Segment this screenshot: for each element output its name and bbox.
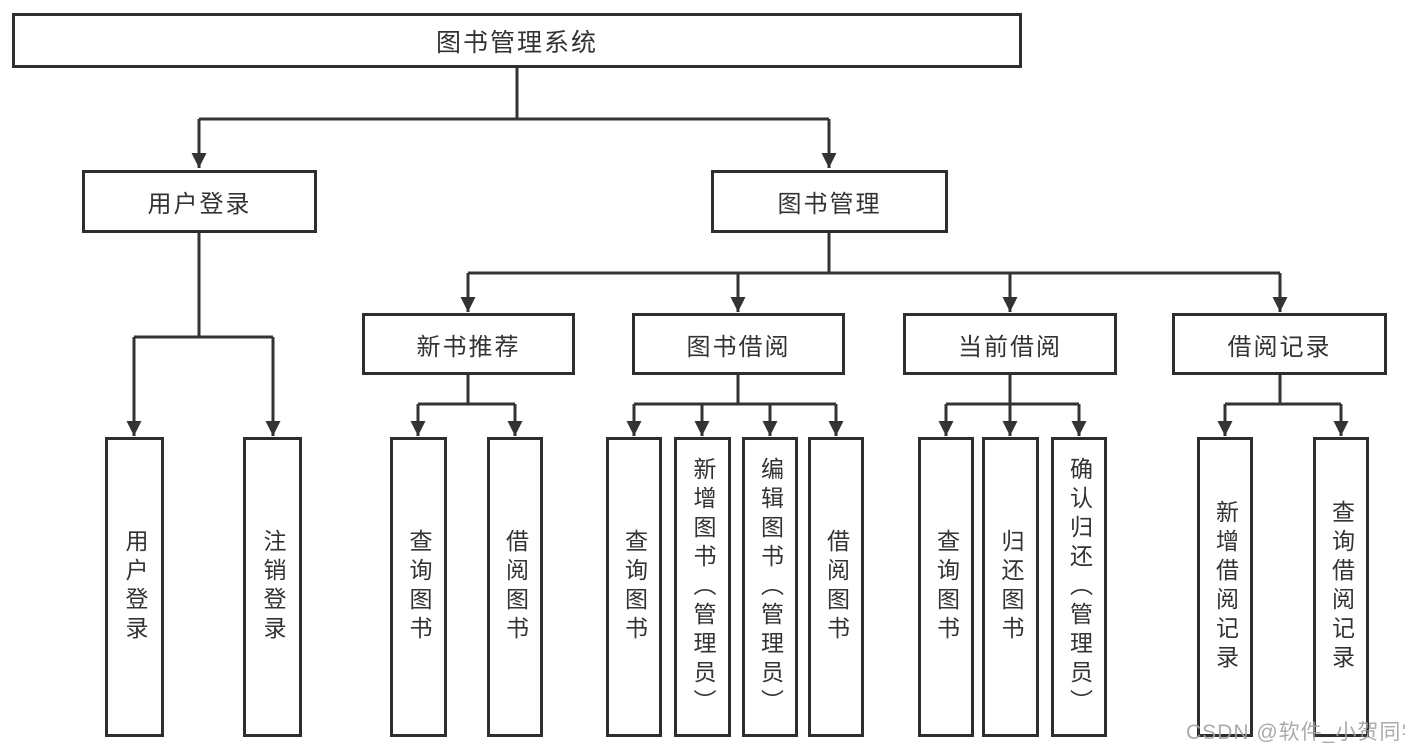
node-library-management-system: 图书管理系统 [12,13,1022,68]
node-label: 归还图书 [998,529,1024,645]
leaf-borrow-books-recommend: 借阅图书 [487,437,543,737]
leaf-query-borrow-record: 查询借阅记录 [1313,437,1369,737]
node-new-book-recommend: 新书推荐 [362,313,575,375]
node-book-management: 图书管理 [711,170,948,233]
node-label: 图书管理 [777,191,882,218]
node-label: 借阅图书 [502,529,529,645]
node-label: 新增借阅记录 [1212,500,1239,674]
node-label: 注销登录 [260,529,286,645]
node-label: 当前借阅 [958,333,1062,361]
node-label: 查询图书 [621,529,648,645]
node-label: 新增图书（管理员） [690,456,716,718]
node-label: 用户登录 [147,191,252,218]
leaf-return-books: 归还图书 [982,437,1039,737]
node-book-borrow: 图书借阅 [632,313,845,375]
node-label: 用户登录 [122,529,148,645]
node-label: 查询图书 [406,529,432,645]
csdn-watermark: CSDN @软件_小贺同学 [1186,721,1405,744]
node-label: 新书推荐 [416,333,521,361]
node-user-login: 用户登录 [82,170,317,233]
leaf-query-books-recommend: 查询图书 [390,437,447,737]
node-label: 借阅图书 [823,529,850,645]
leaf-borrow-books: 借阅图书 [808,437,864,737]
node-label: 编辑图书（管理员） [757,456,784,718]
leaf-add-books-admin: 新增图书（管理员） [674,437,731,737]
node-current-borrow: 当前借阅 [903,313,1117,375]
node-label: 借阅记录 [1227,333,1332,361]
leaf-query-books-borrow: 查询图书 [606,437,662,737]
leaf-edit-books-admin: 编辑图书（管理员） [742,437,798,737]
node-label: 图书借阅 [686,333,791,361]
node-label: 查询图书 [933,529,960,645]
leaf-logout: 注销登录 [243,437,302,737]
leaf-add-borrow-record: 新增借阅记录 [1197,437,1253,737]
node-borrow-records: 借阅记录 [1172,313,1387,375]
node-label: 确认归还（管理员） [1066,456,1093,718]
leaf-query-books-current: 查询图书 [918,437,974,737]
leaf-confirm-return-admin: 确认归还（管理员） [1051,437,1107,737]
node-label: 图书管理系统 [435,28,598,57]
leaf-user-login: 用户登录 [105,437,164,737]
node-label: 查询借阅记录 [1328,500,1355,674]
